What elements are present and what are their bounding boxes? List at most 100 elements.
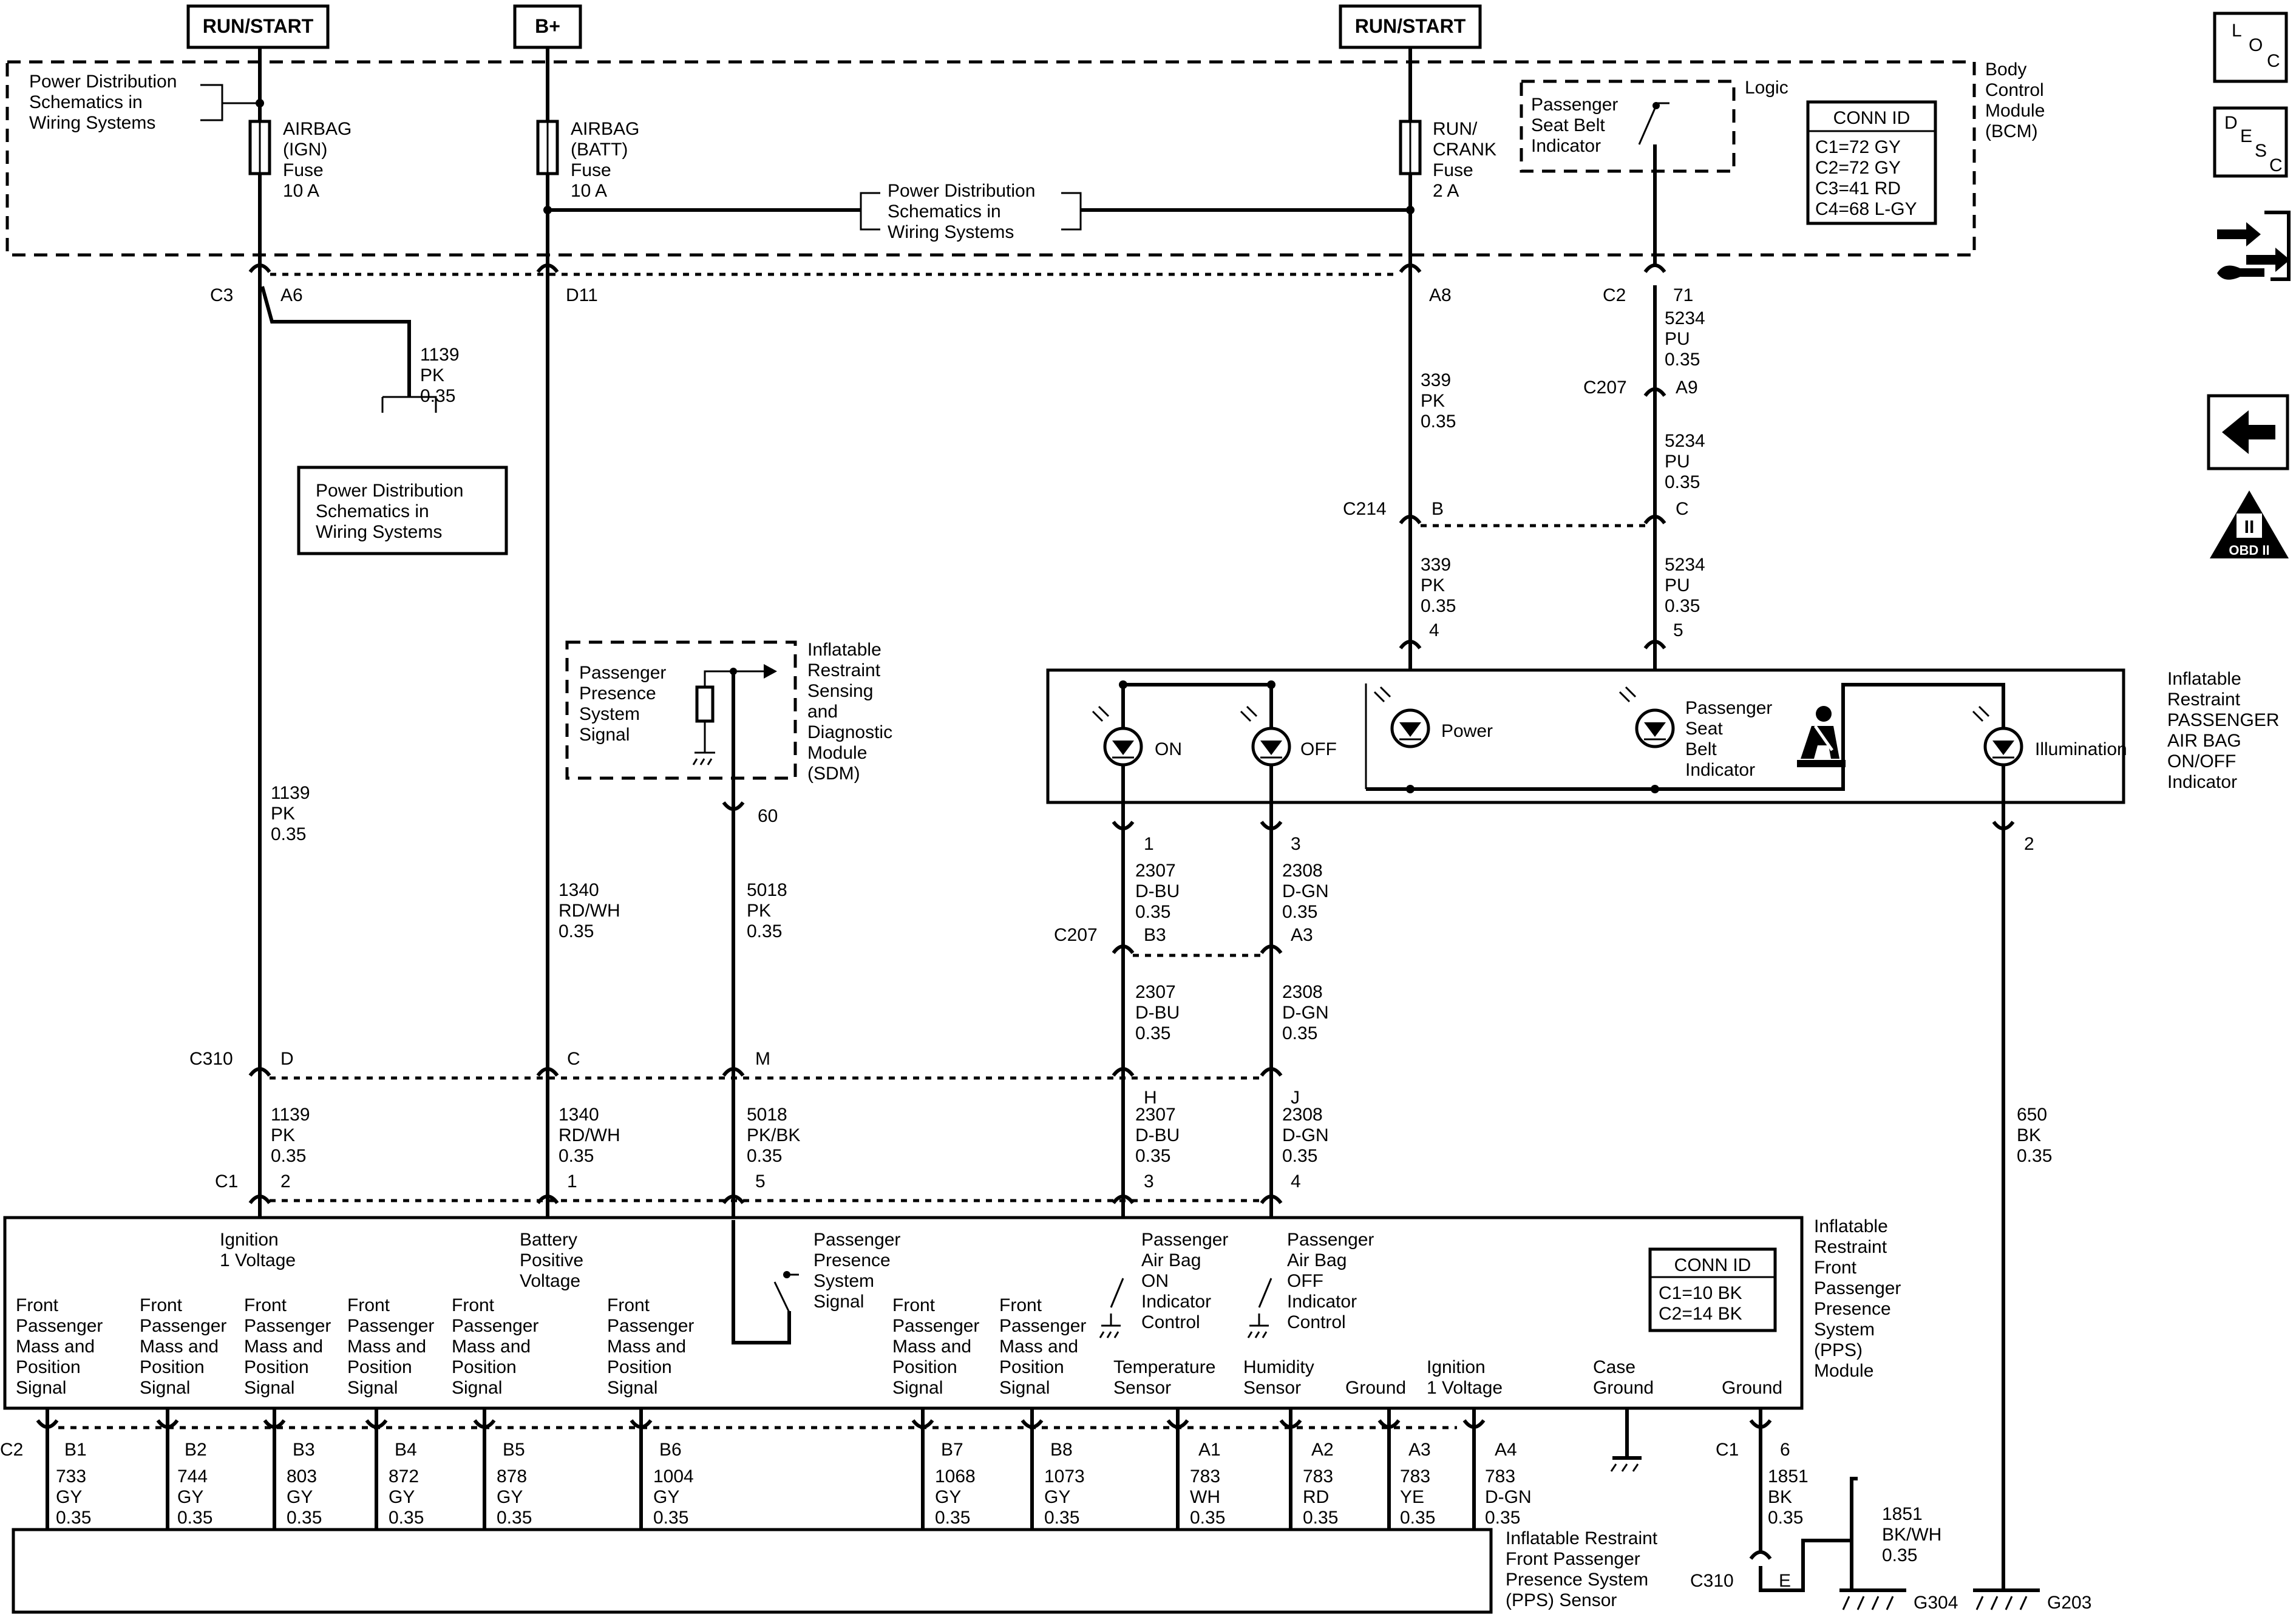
svg-text:B3: B3 <box>293 1440 315 1460</box>
svg-text:803: 803 <box>287 1466 317 1486</box>
sensor-pin-b2: B2 744 GY 0.35 <box>156 1408 212 1530</box>
svg-text:GY: GY <box>497 1487 523 1507</box>
svg-text:Front: Front <box>16 1295 59 1315</box>
svg-text:Front: Front <box>140 1295 183 1315</box>
fpmp-label-7: Front Passenger Mass and Position Signal <box>892 1295 979 1398</box>
svg-text:Front: Front <box>244 1295 287 1315</box>
fpmp-label-5: Front Passenger Mass and Position Signal <box>452 1295 538 1398</box>
pps-module-box <box>3 1216 1804 1410</box>
wire-1340-mid: 1340 RD/WH 0.35 <box>559 880 620 941</box>
svg-text:C: C <box>567 1049 580 1069</box>
svg-text:(BCM): (BCM) <box>1985 121 2038 141</box>
svg-text:0.35: 0.35 <box>1044 1508 1079 1528</box>
svg-text:Passenger: Passenger <box>607 1316 694 1336</box>
svg-text:Passenger: Passenger <box>1287 1230 1374 1250</box>
svg-text:B2: B2 <box>185 1440 207 1460</box>
svg-text:878: 878 <box>497 1466 527 1486</box>
bcm-name: Body Control Module (BCM) <box>1985 59 2045 141</box>
svg-text:650: 650 <box>2017 1105 2047 1125</box>
sensor-pin-b3: B3 803 GY 0.35 <box>263 1408 322 1530</box>
svg-text:PK: PK <box>1421 391 1445 411</box>
wire-5234-top: 5234 PU 0.35 <box>1665 308 1705 370</box>
svg-text:D-GN: D-GN <box>1282 881 1329 901</box>
pps-ground-label: Ground <box>1345 1378 1406 1398</box>
svg-text:Signal: Signal <box>347 1378 398 1398</box>
svg-text:Presence: Presence <box>1814 1299 1891 1319</box>
svg-text:Position: Position <box>347 1357 412 1377</box>
wire-5018-mid: 5018 PK 0.35 <box>747 880 787 941</box>
pps-batt-label: Battery Positive Voltage <box>520 1230 583 1291</box>
led-seatbelt: Passenger Seat Belt Indicator <box>1618 686 1772 780</box>
back-arrow-icon[interactable] <box>2207 394 2289 470</box>
svg-text:Position: Position <box>16 1357 81 1377</box>
svg-text:Passenger: Passenger <box>16 1316 103 1336</box>
svg-text:C1=72 GY: C1=72 GY <box>1815 137 1901 157</box>
svg-text:Power Distribution: Power Distribution <box>29 72 177 92</box>
svg-text:Mass and: Mass and <box>607 1337 686 1357</box>
svg-text:2: 2 <box>2024 834 2034 854</box>
svg-text:0.35: 0.35 <box>1421 596 1456 616</box>
svg-text:C3=41 RD: C3=41 RD <box>1815 178 1901 198</box>
svg-text:Indicator: Indicator <box>1287 1292 1357 1312</box>
svg-text:Inflatable Restraint: Inflatable Restraint <box>1506 1528 1658 1548</box>
sdm-module: Passenger Presence System Signal Inflata… <box>565 640 892 1220</box>
svg-text:PK: PK <box>420 365 444 385</box>
sensor-pin-b6: B6 1004 GY 0.35 <box>630 1408 694 1530</box>
svg-text:0.35: 0.35 <box>56 1508 91 1528</box>
svg-text:D11: D11 <box>566 285 598 305</box>
svg-text:0.35: 0.35 <box>1665 596 1700 616</box>
svg-text:BK: BK <box>1768 1487 1792 1507</box>
loc-icon[interactable]: L O C <box>2213 12 2288 83</box>
svg-text:Seat: Seat <box>1685 719 1723 739</box>
svg-text:0.35: 0.35 <box>1135 1146 1170 1166</box>
svg-text:Sensing: Sensing <box>807 681 873 701</box>
obd-ii-icon[interactable]: II OBD II <box>2210 490 2289 558</box>
led-off: OFF <box>1240 705 1337 767</box>
svg-text:Restraint: Restraint <box>807 660 881 680</box>
svg-text:Positive: Positive <box>520 1250 583 1270</box>
svg-text:S: S <box>2255 141 2267 161</box>
svg-text:Position: Position <box>607 1357 672 1377</box>
svg-text:Belt: Belt <box>1685 739 1717 759</box>
svg-text:Passenger: Passenger <box>140 1316 226 1336</box>
svg-text:Ignition: Ignition <box>220 1230 279 1250</box>
svg-text:Sensor: Sensor <box>1113 1378 1171 1398</box>
svg-text:C1: C1 <box>1716 1440 1739 1460</box>
svg-text:A3: A3 <box>1291 925 1313 945</box>
svg-text:J: J <box>1291 1088 1300 1108</box>
connector-wrench-icon[interactable] <box>2217 211 2291 281</box>
svg-text:5: 5 <box>1673 620 1683 640</box>
svg-text:0.35: 0.35 <box>1882 1545 1917 1565</box>
pps-signal-switch: Passenger Presence System Signal <box>732 1220 900 1344</box>
svg-text:1004: 1004 <box>653 1466 694 1486</box>
svg-text:3: 3 <box>1144 1171 1154 1192</box>
svg-text:(BATT): (BATT) <box>571 140 628 160</box>
svg-text:Signal: Signal <box>579 725 630 745</box>
svg-text:1: 1 <box>1144 834 1154 854</box>
wire-5234-lower: 5234 PU 0.35 <box>1665 555 1705 616</box>
svg-text:GY: GY <box>1044 1487 1070 1507</box>
svg-text:1851: 1851 <box>1882 1504 1923 1524</box>
svg-text:783: 783 <box>1400 1466 1430 1486</box>
svg-text:0.35: 0.35 <box>1303 1508 1338 1528</box>
svg-text:GY: GY <box>177 1487 203 1507</box>
svg-text:Inflatable: Inflatable <box>2167 669 2241 689</box>
pps-sensor-box <box>12 1528 1493 1614</box>
svg-text:C207: C207 <box>1583 378 1627 398</box>
pps-case-ground-label: Case Ground <box>1593 1357 1654 1398</box>
svg-text:Module: Module <box>1985 101 2045 121</box>
led-on: ON <box>1092 705 1182 767</box>
svg-text:PK: PK <box>271 1125 295 1145</box>
wire-339-upper: 339 PK 0.35 <box>1421 370 1456 432</box>
svg-text:71: 71 <box>1673 285 1693 305</box>
wire-650-label: 650 BK 0.35 <box>2017 1105 2052 1166</box>
sensor-pin-b5: B5 878 GY 0.35 <box>473 1408 532 1530</box>
svg-text:C: C <box>2269 155 2283 175</box>
svg-text:RUN/START: RUN/START <box>203 15 314 37</box>
pps-ground2-label: Ground <box>1722 1378 1782 1398</box>
desc-icon[interactable]: D E S C <box>2213 106 2288 178</box>
svg-text:ON: ON <box>1141 1271 1169 1291</box>
svg-text:Indicator: Indicator <box>1141 1292 1211 1312</box>
wire-2308-a: 2308 D-GN 0.35 <box>1282 861 1329 922</box>
fuse-run-crank: RUN/ CRANK Fuse 2 A <box>1399 119 1496 201</box>
